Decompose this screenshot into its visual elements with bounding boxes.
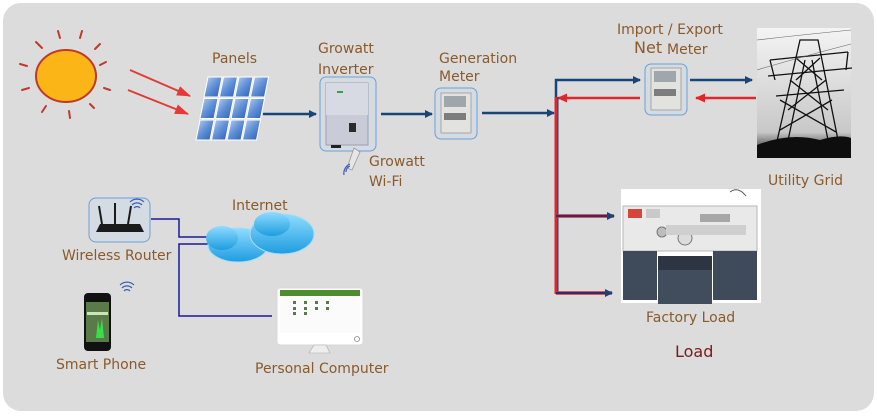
wifi-dongle-icon [343,147,361,176]
router-icon [88,197,151,243]
sunlight-arrows [127,69,191,115]
internet-label: Internet [232,198,288,214]
solar-cell [241,119,262,141]
lathe-machine-icon [621,189,761,304]
pylon-icon [756,28,853,158]
utility-grid-label: Utility Grid [768,173,844,189]
load-section-title: Load [675,342,714,361]
meter-icon [434,87,478,140]
load-supply-flow [556,212,615,297]
wireless-router-label: Wireless Router [62,248,172,264]
edge-internet-computer [178,243,272,317]
wifi-label-line2: Wi-Fi [369,174,403,190]
net-meter-label-prefix: Net [634,38,663,57]
net-meter-label-suffix: Meter [667,42,708,58]
smartphone-icon [84,281,135,351]
network-links [151,218,272,317]
solar-cell [195,119,215,141]
solar-cell [199,98,219,119]
cloud-icon [206,212,315,263]
inverter-label-line1: Growatt [318,41,374,57]
generation-meter-label-line1: Generation [439,51,518,67]
solar-cell [249,76,270,98]
smart-phone-label: Smart Phone [56,357,147,373]
solar-cell [210,119,231,141]
net-meter-label-line1: Import / Export [617,22,723,38]
edge-router-internet [151,218,212,238]
net-meter-icon [644,63,688,116]
generation-meter-label-line2: Meter [439,69,480,85]
wifi-label-line1: Growatt [369,154,425,170]
solar-cell [218,76,239,98]
personal-computer-label: Personal Computer [255,361,389,377]
factory-load-label: Factory Load [646,310,736,326]
solar-cell [234,76,254,98]
solar-panel-icon [195,76,270,141]
inverter-label-line2: Inverter [318,62,374,78]
solar-cell [230,98,250,119]
sun-icon [19,30,111,119]
solar-cell [226,119,246,141]
import-flow [554,93,756,294]
solar-cell [245,98,266,119]
panels-label: Panels [212,51,258,67]
solar-cell [214,98,235,119]
inverter-icon [319,76,377,152]
solar-cell [203,76,223,98]
monitor-icon [276,287,364,354]
edge-bus-netmeter [554,76,641,113]
